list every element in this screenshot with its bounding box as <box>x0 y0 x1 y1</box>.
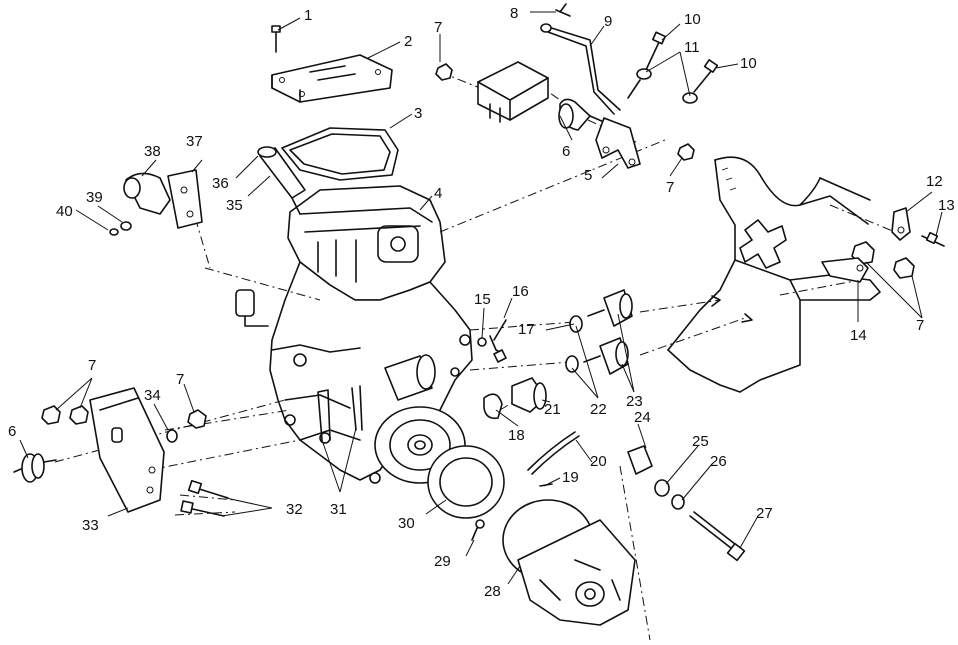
callout-40: 40 <box>56 203 73 220</box>
intake-elbow <box>109 169 203 236</box>
upper-mount-block <box>477 61 549 123</box>
thermostat-and-hose <box>511 377 580 487</box>
callout-labels: 1 2 3 4 5 6 6 7 7 7 7 7 8 9 10 10 11 12 … <box>8 5 955 600</box>
valve-cover-gasket <box>281 127 399 181</box>
callout-32: 32 <box>286 501 303 518</box>
hex-nuts <box>41 63 915 429</box>
callout-38: 38 <box>144 143 161 160</box>
left-engine-bracket <box>89 387 165 513</box>
callout-23: 23 <box>626 393 643 410</box>
callout-12: 12 <box>926 173 943 190</box>
callout-7: 7 <box>916 317 924 334</box>
callout-33: 33 <box>82 517 99 534</box>
pump-screw <box>471 519 485 541</box>
chassis-frame <box>667 156 881 393</box>
callout-24: 24 <box>634 409 651 426</box>
callout-6: 6 <box>8 423 16 440</box>
callout-19: 19 <box>562 469 579 486</box>
mount-bracket <box>595 117 641 169</box>
callout-15: 15 <box>474 291 491 308</box>
callout-17: 17 <box>518 321 535 338</box>
strut-rod <box>540 3 621 115</box>
callout-10: 10 <box>684 11 701 28</box>
callout-6: 6 <box>562 143 570 160</box>
callout-36: 36 <box>212 175 229 192</box>
callout-3: 3 <box>414 105 422 122</box>
callout-35: 35 <box>226 197 243 214</box>
water-pump-housing <box>502 499 636 626</box>
callout-26: 26 <box>710 453 727 470</box>
callout-7: 7 <box>88 357 96 374</box>
callout-18: 18 <box>508 427 525 444</box>
callout-11: 11 <box>684 39 700 56</box>
callout-1: 1 <box>304 7 312 24</box>
callout-34: 34 <box>144 387 161 404</box>
side-engine-mounts <box>565 289 753 375</box>
gasket-ring <box>427 445 505 519</box>
left-bolts <box>166 429 229 517</box>
callout-20: 20 <box>590 453 607 470</box>
rubber-engine-mount-left <box>13 453 57 483</box>
bolts-and-washers-top-right <box>627 31 719 104</box>
callout-7: 7 <box>666 179 674 196</box>
callout-16: 16 <box>512 283 529 300</box>
small-fasteners <box>477 319 507 363</box>
callout-25: 25 <box>692 433 709 450</box>
frame-hardware <box>821 207 945 283</box>
callout-2: 2 <box>404 33 412 50</box>
callout-8: 8 <box>510 5 518 22</box>
leader-lines <box>19 11 943 585</box>
callout-27: 27 <box>756 505 773 522</box>
valve-cover-plate <box>271 25 393 103</box>
assembly-center-lines <box>54 71 896 641</box>
callout-10: 10 <box>740 55 757 72</box>
callout-9: 9 <box>604 13 612 30</box>
callout-7: 7 <box>434 19 442 36</box>
callout-14: 14 <box>850 327 867 344</box>
rubber-engine-mount-top <box>558 98 605 131</box>
callout-21: 21 <box>544 401 561 418</box>
callout-31: 31 <box>330 501 347 518</box>
callout-4: 4 <box>434 185 442 202</box>
callout-28: 28 <box>484 583 501 600</box>
callout-22: 22 <box>590 401 607 418</box>
callout-37: 37 <box>186 133 203 150</box>
callout-13: 13 <box>938 197 955 214</box>
callout-7: 7 <box>176 371 184 388</box>
callout-5: 5 <box>584 167 592 184</box>
engine-block <box>235 146 503 484</box>
callout-29: 29 <box>434 553 451 570</box>
callout-39: 39 <box>86 189 103 206</box>
pump-bolt-kit <box>627 445 746 562</box>
callout-30: 30 <box>398 515 415 532</box>
